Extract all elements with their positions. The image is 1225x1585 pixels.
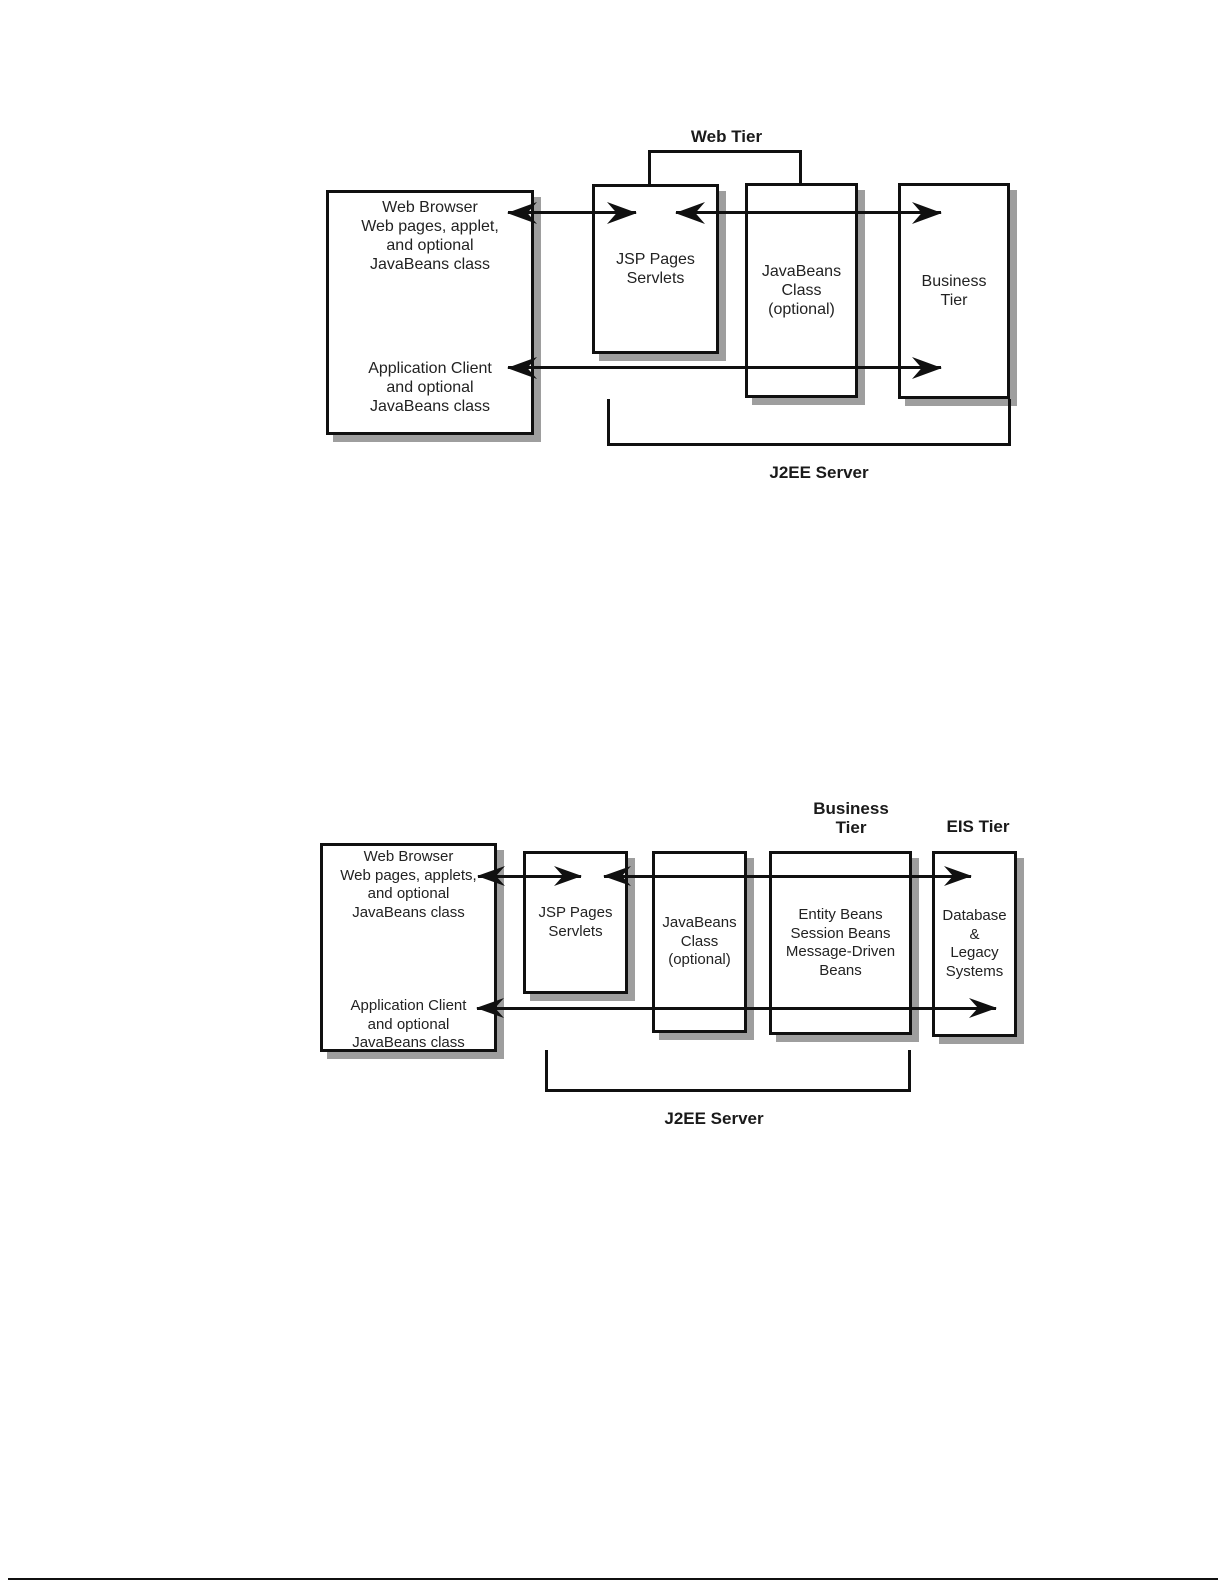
business-tier-label-line: Business [813, 799, 889, 818]
business-tier-label: Business Tier [791, 799, 911, 837]
jsp-box-line: JSP Pages [538, 904, 613, 921]
client-text-line: and optional [386, 237, 474, 254]
web-tier-bracket-top [648, 150, 802, 153]
javabeans-box-line: (optional) [768, 301, 835, 318]
j2ee-bracket-bottom [545, 1089, 911, 1092]
javabeans-box-line: Class [680, 932, 719, 950]
client-text-line: Web Browser [382, 199, 478, 216]
beans-box-line: Session Beans [790, 924, 891, 942]
jsp-box-line: Servlets [626, 270, 685, 287]
j2ee-bracket-bottom [607, 443, 1011, 446]
eis-tier-label: EIS Tier [946, 817, 1010, 836]
javabeans-box-line: Class [781, 282, 822, 299]
client-text-line: Web Browser [363, 848, 454, 865]
arrow-line [508, 211, 636, 214]
j2ee-bracket-right [1008, 399, 1011, 446]
web-tier-label: Web Tier [690, 127, 763, 146]
web-tier-bracket-right [799, 150, 802, 186]
client-text-line: Application Client [368, 360, 492, 377]
page-footer-rule [8, 1578, 1218, 1580]
jsp-box-line: JSP Pages [616, 251, 695, 268]
jsp-servlets-box: JSP Pages Servlets [592, 184, 719, 354]
client-tier-box: Web Browser Web pages, applet, and optio… [326, 190, 534, 435]
jsp-servlets-box: JSP Pages Servlets [523, 851, 628, 994]
web-browser-text: Web Browser Web pages, applets, and opti… [323, 846, 494, 922]
client-text-line: Web pages, applet, [361, 218, 499, 235]
javabeans-class-box: JavaBeans Class (optional) [652, 851, 747, 1033]
arrow-line [478, 875, 581, 878]
client-text-line: and optional [367, 885, 450, 902]
web-tier-bracket-left [648, 150, 651, 187]
application-client-text: Application Client and optional JavaBean… [329, 359, 531, 416]
client-text-line: Web pages, applets, [340, 866, 477, 884]
jsp-box-line: Servlets [548, 922, 603, 940]
j2ee-bracket-right [908, 1050, 911, 1092]
javabeans-box-line: JavaBeans [662, 914, 737, 932]
j2ee-bracket-left [545, 1050, 548, 1092]
client-text-line: JavaBeans class [352, 1034, 465, 1051]
business-tier-box: Business Tier [898, 183, 1010, 399]
j2ee-server-label: J2EE Server [664, 1109, 764, 1128]
javabeans-box-line: JavaBeans [761, 263, 842, 280]
client-text-line: JavaBeans class [369, 256, 491, 273]
client-text-line: and optional [386, 379, 474, 396]
arrow-line [676, 211, 941, 214]
business-box-line: Business [921, 273, 987, 290]
client-text-line: JavaBeans class [369, 398, 491, 415]
beans-box-line: Beans [819, 961, 862, 979]
client-text-line: Application Client [350, 997, 467, 1014]
client-tier-box: Web Browser Web pages, applets, and opti… [320, 843, 497, 1052]
business-beans-box: Entity Beans Session Beans Message-Drive… [769, 851, 912, 1035]
eis-box-line: Legacy [950, 944, 999, 961]
eis-box-line: & [969, 925, 980, 943]
client-text-line: and optional [367, 1015, 450, 1033]
j2ee-server-label: J2EE Server [769, 463, 869, 482]
javabeans-class-box: JavaBeans Class (optional) [745, 183, 858, 398]
eis-box-line: Database [942, 907, 1007, 924]
beans-box-line: Message-Driven [785, 943, 896, 960]
beans-box-line: Entity Beans [798, 906, 883, 923]
business-box-line: Tier [940, 292, 968, 309]
client-text-line: JavaBeans class [352, 903, 465, 921]
eis-systems-box: Database & Legacy Systems [932, 851, 1017, 1037]
j2ee-bracket-left [607, 399, 610, 446]
arrow-line [477, 1007, 996, 1010]
figure-business-eis-diagram: Business Tier EIS Tier Web Browser Web p… [0, 780, 1225, 1140]
javabeans-box-line: (optional) [668, 951, 731, 969]
eis-box-line: Systems [945, 962, 1004, 980]
application-client-text: Application Client and optional JavaBean… [323, 997, 494, 1053]
figure-web-tier-diagram: Web Tier Web Browser Web pages, applet, … [0, 0, 1225, 500]
arrow-line [604, 875, 971, 878]
arrow-line [508, 366, 941, 369]
business-tier-label-line: Tier [835, 818, 867, 837]
web-browser-text: Web Browser Web pages, applet, and optio… [329, 193, 531, 274]
